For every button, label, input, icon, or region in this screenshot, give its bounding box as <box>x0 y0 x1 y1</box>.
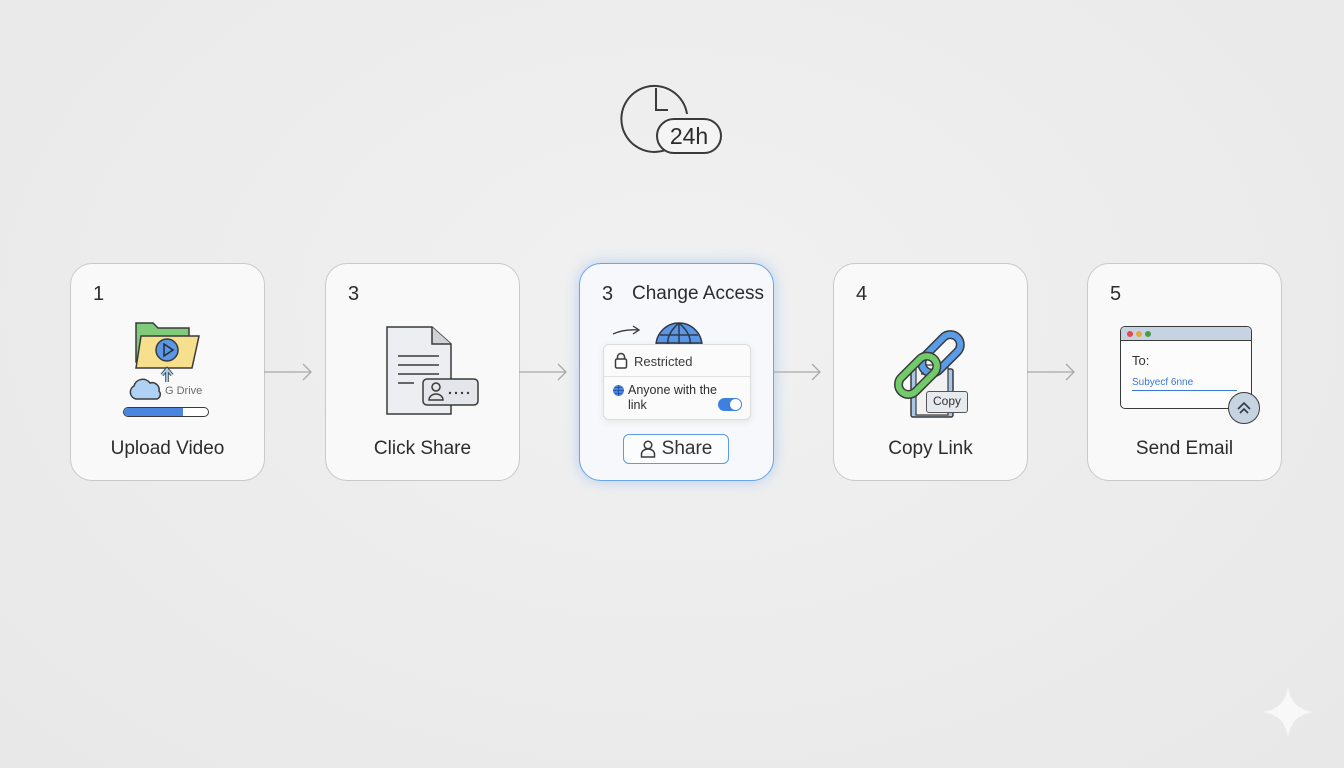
gdrive-label: G Drive <box>165 385 203 397</box>
share-button[interactable]: Share <box>623 434 729 464</box>
arrow-right-icon <box>519 363 567 381</box>
arrow-right-icon <box>264 363 312 381</box>
arrow-right-icon <box>1027 363 1075 381</box>
link-access-toggle[interactable] <box>718 398 742 411</box>
arrow-right-icon <box>773 363 821 381</box>
cloud-icon <box>128 375 164 401</box>
globe-icon <box>655 322 703 347</box>
step-card-click-share[interactable]: 3 Click Share <box>325 263 520 481</box>
step-number: 5 <box>1110 283 1122 305</box>
globe-icon <box>613 385 624 396</box>
step-label: Click Share <box>373 438 472 459</box>
anyone-with-link-label: Anyone with the link <box>628 383 717 412</box>
email-subject-field[interactable]: Subyecf 6nne <box>1132 377 1237 391</box>
sparkle-icon <box>1263 687 1313 737</box>
access-option-restricted[interactable]: Restricted <box>604 345 750 377</box>
toggle-knob <box>730 399 741 410</box>
window-titlebar <box>1121 327 1251 341</box>
minimize-dot-icon <box>1136 331 1142 337</box>
arrow-right-icon <box>612 325 641 335</box>
restricted-label: Restricted <box>634 354 693 369</box>
step-number: 4 <box>856 283 868 305</box>
upload-progress-bar <box>123 407 209 417</box>
duration-badge: 24h <box>656 118 722 154</box>
access-options-panel: Restricted Anyone with the link <box>603 344 751 420</box>
share-button-label: Share <box>661 438 713 459</box>
step-label: Upload Video <box>110 438 225 459</box>
step-card-copy-link[interactable]: 4 Copy Copy Link <box>833 263 1028 481</box>
clock-24h-icon: 24h <box>618 74 728 158</box>
document-share-icon <box>384 324 484 419</box>
step-card-change-access[interactable]: 3 Change Access Restricted Anyone <box>579 263 774 481</box>
step-title: Change Access <box>632 283 765 304</box>
lock-icon <box>614 352 628 369</box>
copy-tag[interactable]: Copy <box>926 391 968 413</box>
maximize-dot-icon <box>1145 331 1151 337</box>
step-label: Copy Link <box>888 438 973 459</box>
send-chevron-up-icon <box>1237 401 1251 414</box>
email-compose-window: To: Subyecf 6nne <box>1120 326 1252 409</box>
step-card-send-email[interactable]: 5 To: Subyecf 6nne Send Email <box>1087 263 1282 481</box>
upload-progress-fill <box>124 408 183 416</box>
email-to-field[interactable]: To: <box>1132 353 1150 368</box>
step-card-upload-video[interactable]: 1 G Drive Upload Video <box>70 263 265 481</box>
step-number: 3 <box>602 283 614 305</box>
step-number: 3 <box>348 283 360 305</box>
folder-video-upload-icon <box>133 320 203 395</box>
send-button[interactable] <box>1228 392 1260 424</box>
step-number: 1 <box>93 283 105 305</box>
person-icon <box>640 440 655 458</box>
close-dot-icon <box>1127 331 1133 337</box>
step-label: Send Email <box>1135 438 1234 459</box>
